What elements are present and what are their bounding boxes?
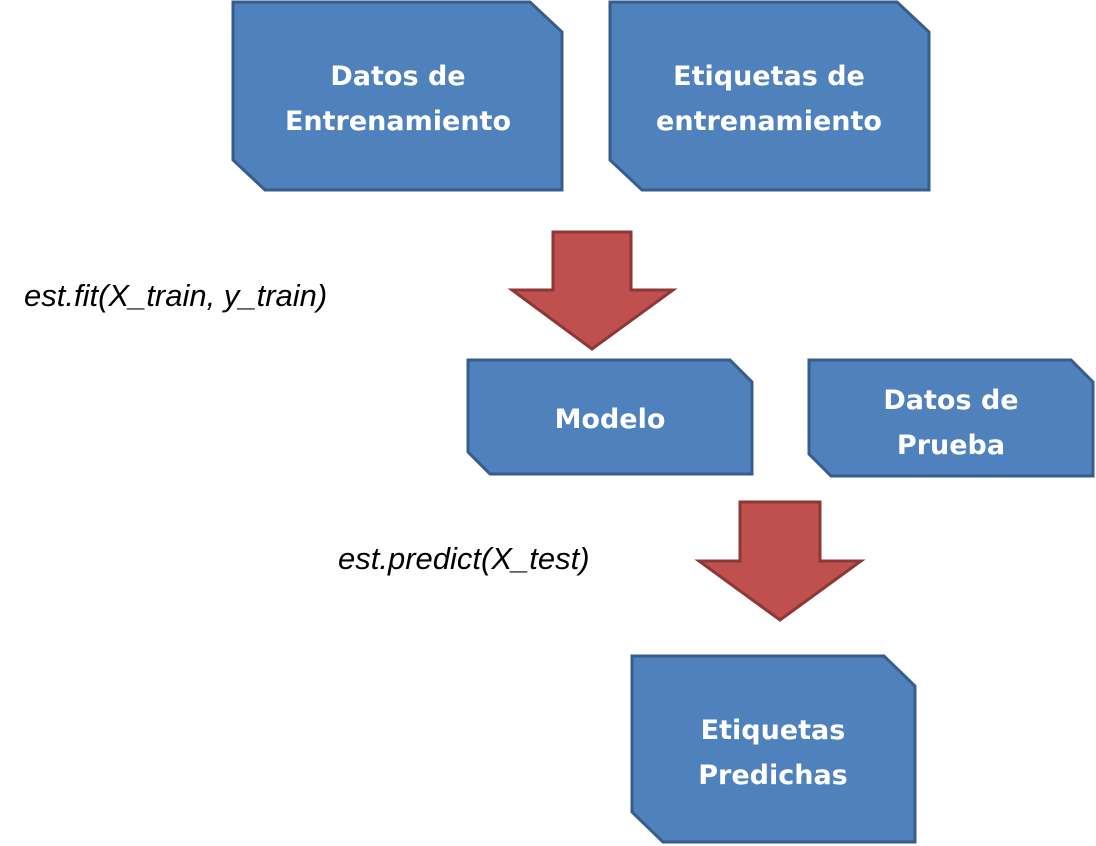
predict-arrow [694,500,866,622]
predict-code-text: est.predict(X_test) [338,541,590,576]
training-labels-label-line2: entrenamiento [656,106,882,137]
test-data-box: Datos de Prueba [807,358,1095,478]
training-data-box: Datos de Entrenamiento [231,0,564,192]
test-data-label-line2: Prueba [897,430,1005,461]
training-labels-box: Etiquetas de entrenamiento [608,0,931,192]
model-label: Modelo [555,404,666,435]
fit-arrow [507,230,678,351]
fit-code-text: est.fit(X_train, y_train) [24,278,327,313]
training-data-label-line1: Datos de [330,61,465,92]
predicted-labels-box: Etiquetas Predichas [630,654,917,844]
predicted-labels-label-line2: Predichas [698,760,848,791]
training-labels-label-line1: Etiquetas de [673,61,865,92]
model-box: Modelo [466,358,754,476]
predicted-labels-label-line1: Etiquetas [701,715,846,746]
test-data-label-line1: Datos de [883,385,1018,416]
training-data-label-line2: Entrenamiento [285,106,511,137]
